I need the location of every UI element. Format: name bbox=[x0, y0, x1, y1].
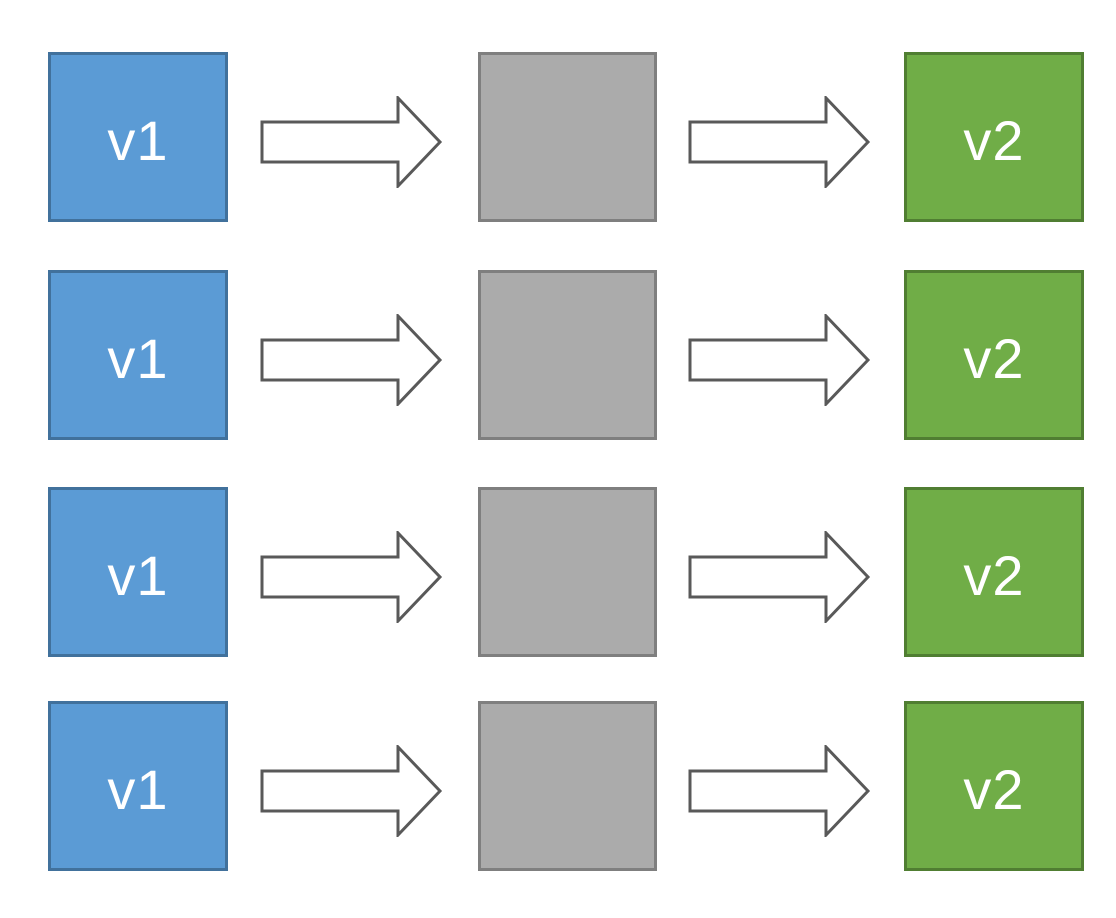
source-node: v1 bbox=[48, 487, 228, 657]
source-node-label: v1 bbox=[107, 544, 169, 607]
intermediate-node bbox=[478, 52, 657, 222]
source-node-label: v1 bbox=[107, 109, 169, 172]
source-node-label: v1 bbox=[107, 327, 169, 390]
right-arrow-icon bbox=[688, 314, 871, 406]
diagram-row-3: v1 v2 bbox=[0, 487, 1116, 657]
target-node-label: v2 bbox=[963, 109, 1025, 172]
right-arrow-icon bbox=[260, 96, 443, 188]
target-node: v2 bbox=[904, 701, 1084, 871]
source-node: v1 bbox=[48, 701, 228, 871]
diagram-row-4: v1 v2 bbox=[0, 701, 1116, 871]
right-arrow-icon bbox=[688, 531, 871, 623]
target-node-label: v2 bbox=[963, 758, 1025, 821]
diagram-row-1: v1 v2 bbox=[0, 52, 1116, 222]
intermediate-node bbox=[478, 701, 657, 871]
target-node: v2 bbox=[904, 487, 1084, 657]
right-arrow-icon bbox=[260, 745, 443, 837]
right-arrow-icon bbox=[688, 745, 871, 837]
right-arrow-icon bbox=[688, 96, 871, 188]
target-node-label: v2 bbox=[963, 544, 1025, 607]
diagram-row-2: v1 v2 bbox=[0, 270, 1116, 440]
right-arrow-icon bbox=[260, 531, 443, 623]
right-arrow-icon bbox=[260, 314, 443, 406]
target-node: v2 bbox=[904, 270, 1084, 440]
source-node-label: v1 bbox=[107, 758, 169, 821]
source-node: v1 bbox=[48, 270, 228, 440]
intermediate-node bbox=[478, 487, 657, 657]
target-node: v2 bbox=[904, 52, 1084, 222]
source-node: v1 bbox=[48, 52, 228, 222]
target-node-label: v2 bbox=[963, 327, 1025, 390]
intermediate-node bbox=[478, 270, 657, 440]
